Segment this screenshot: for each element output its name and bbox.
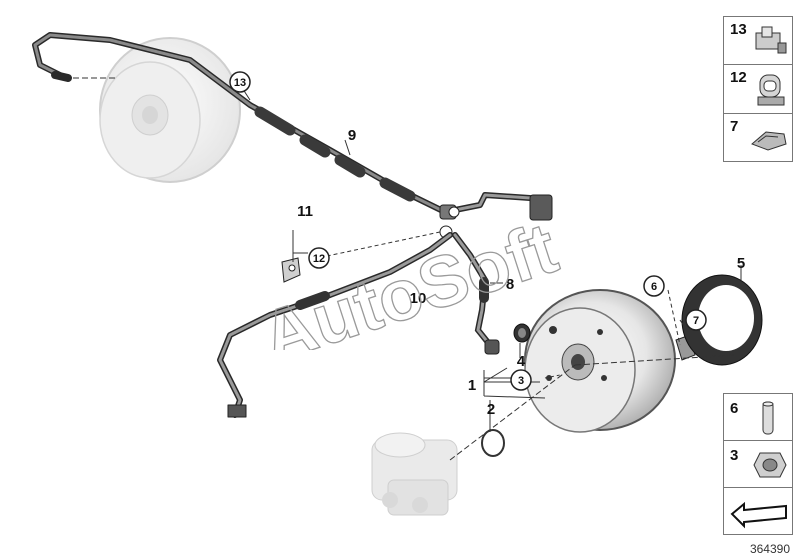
callout-1: 1 <box>468 377 476 394</box>
legend-num-13: 13 <box>730 21 747 38</box>
legend-box-13: 13 <box>723 16 793 65</box>
callout-2: 2 <box>487 401 495 418</box>
grommet-4 <box>513 323 531 343</box>
legend-num-7: 7 <box>730 118 739 135</box>
nut-3-icon <box>753 452 787 478</box>
gasket-5 <box>681 274 763 366</box>
legend-num-6: 6 <box>730 400 739 417</box>
vacuum-hose-8 <box>452 232 500 355</box>
hose-connector <box>439 194 553 239</box>
legend-box-3: 3 <box>723 440 793 488</box>
callout-4: 4 <box>517 353 526 370</box>
callout-13: 13 <box>234 77 246 89</box>
callout-5: 5 <box>737 255 745 272</box>
legend-box-arrow <box>723 487 793 535</box>
ghost-brake-booster <box>99 37 241 183</box>
callout-10: 10 <box>410 290 427 307</box>
callout-12: 12 <box>313 253 325 265</box>
callout-6: 6 <box>651 281 657 293</box>
circled-callouts: 13 12 3 6 7 <box>229 71 707 391</box>
callout-3: 3 <box>518 375 524 387</box>
callout-11: 11 <box>297 203 313 220</box>
bracket-11 <box>281 257 301 283</box>
legend-num-12: 12 <box>730 69 747 86</box>
brake-booster <box>524 289 676 433</box>
clip-13-icon <box>755 26 787 54</box>
callout-7: 7 <box>693 315 699 327</box>
o-ring-2 <box>481 429 505 457</box>
ghost-master-cylinder <box>371 432 458 516</box>
leader-lines <box>73 77 742 461</box>
diagram-reference-id: 364390 <box>749 542 790 556</box>
direction-arrow-icon <box>730 501 787 529</box>
legend-box-7: 7 <box>723 113 793 162</box>
legend-box-12: 12 <box>723 64 793 114</box>
legend-num-3: 3 <box>730 447 739 464</box>
callout-8: 8 <box>506 276 514 293</box>
pin-6-icon <box>762 401 774 435</box>
legend-box-6: 6 <box>723 393 793 441</box>
vacuum-hose-9 <box>32 32 548 215</box>
bracket-7-icon <box>751 131 787 151</box>
callout-9: 9 <box>348 127 356 144</box>
clamp-12-icon <box>757 74 785 106</box>
vacuum-hose-10 <box>217 232 453 418</box>
callout-labels: 9 11 10 8 5 4 1 2 <box>297 127 745 418</box>
